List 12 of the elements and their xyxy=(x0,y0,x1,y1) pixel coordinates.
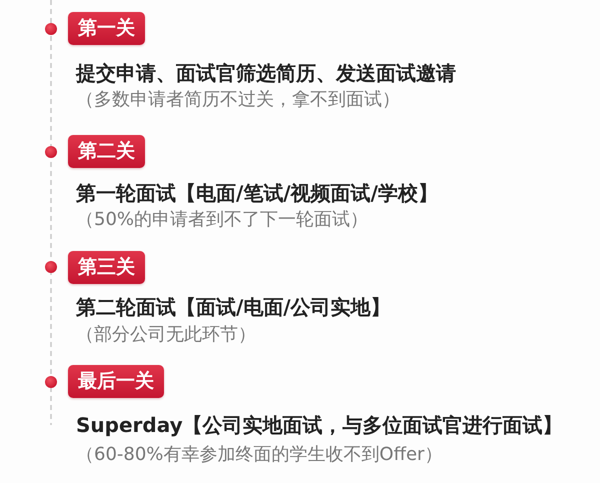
stage-note: （60-80%有幸参加终面的学生收不到Offer） xyxy=(76,443,442,467)
stage-badge: 第二关 xyxy=(68,135,145,168)
stage-note: （50%的申请者到不了下一轮面试） xyxy=(76,208,368,232)
stage-title: 第一轮面试【电面/笔试/视频面试/学校】 xyxy=(76,180,438,206)
stage-badge: 第三关 xyxy=(68,251,145,284)
stage-title: 提交申请、面试官筛选简历、发送面试邀请 xyxy=(76,60,456,86)
stage-title: Superday【公司实地面试，与多位面试官进行面试】 xyxy=(76,412,563,438)
stage-note: （部分公司无此环节） xyxy=(76,323,256,347)
stage-note: （多数申请者简历不过关，拿不到面试） xyxy=(76,88,400,112)
stage-badge: 第一关 xyxy=(68,12,145,45)
stage-title: 第二轮面试【面试/电面/公司实地】 xyxy=(76,294,391,320)
stage-badge: 最后一关 xyxy=(68,365,164,398)
